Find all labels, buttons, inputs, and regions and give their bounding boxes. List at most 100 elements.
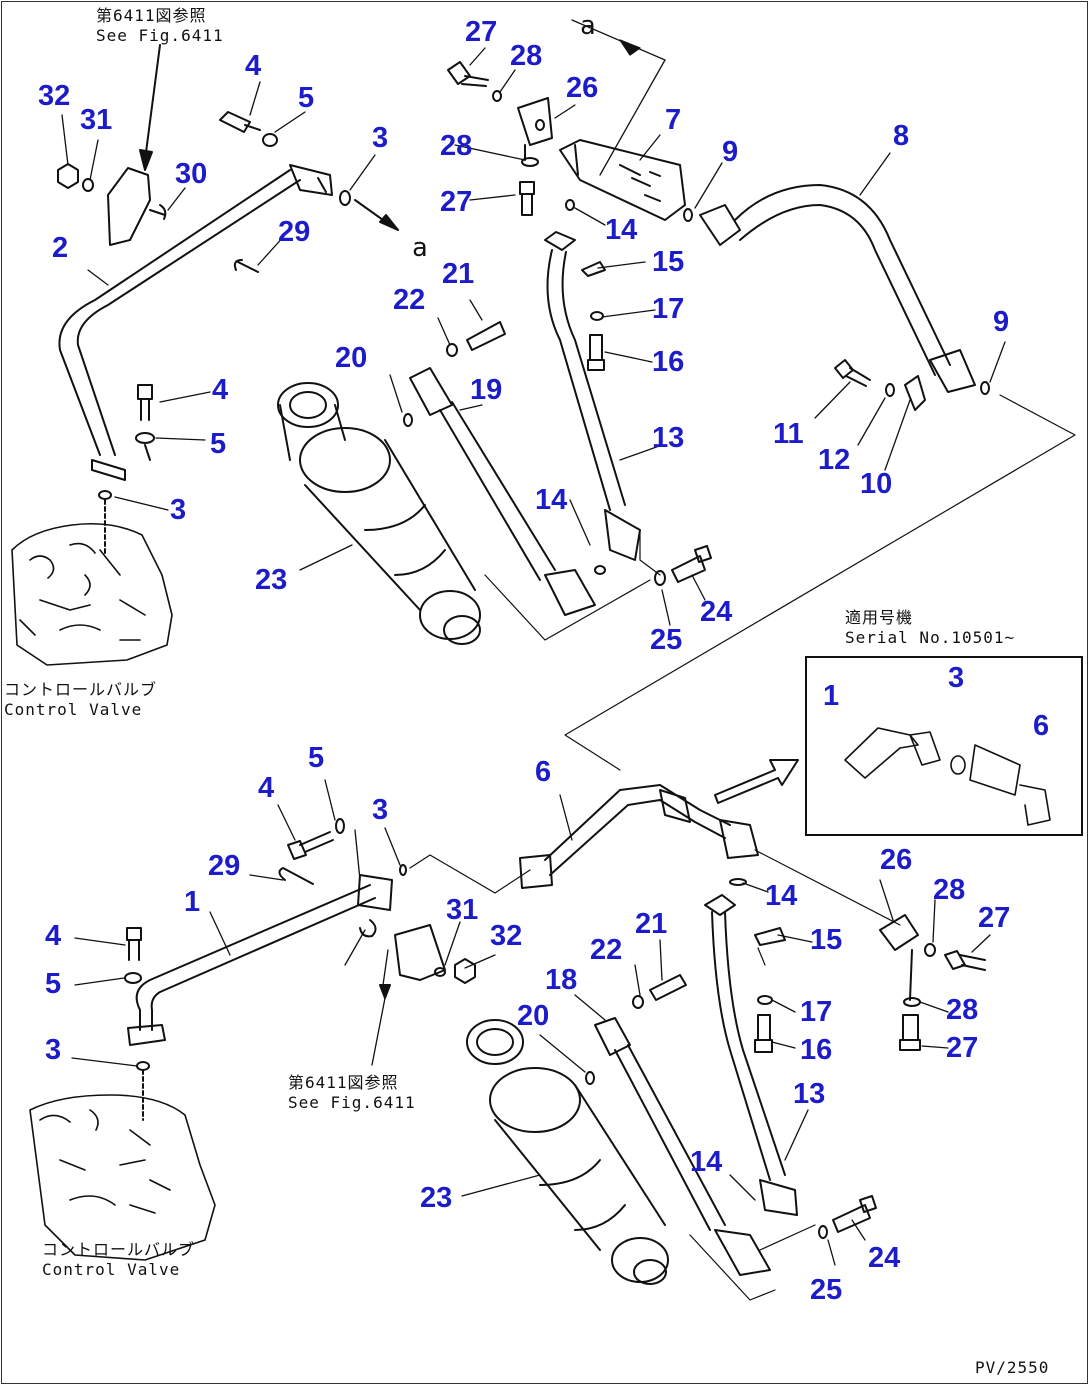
tube-2 (58, 164, 333, 481)
washer-25-top (654, 570, 666, 586)
oring-3-bottom (399, 864, 407, 876)
inset-drawing (844, 727, 1051, 826)
part-label: 25 (810, 1274, 843, 1306)
part-label: 1 (184, 886, 201, 918)
see-fig-en-bottom: See Fig.6411 (288, 1093, 416, 1112)
oring-14-bottom (729, 878, 747, 886)
part-label: 16 (652, 346, 685, 378)
inset-arrow (714, 759, 799, 804)
cylinder-23-bottom (466, 1019, 669, 1285)
part-label: 27 (978, 902, 1011, 934)
serial-en: Serial No.10501~ (845, 628, 1016, 647)
part-label: 5 (210, 428, 227, 460)
control-valve-en-top: Control Valve (4, 700, 143, 719)
part-label: 28 (933, 874, 966, 906)
serial-note: 適用号機 Serial No.10501~ (845, 608, 1015, 648)
hose-8 (699, 184, 976, 393)
see-fig-note-bottom: 第6411図参照 See Fig.6411 (288, 1073, 416, 1113)
part-label: 6 (535, 756, 552, 788)
part-label: 22 (393, 284, 426, 316)
ref-marker-top: a (580, 11, 597, 41)
part-label: 31 (80, 104, 113, 136)
oring-14-top (565, 199, 575, 211)
part-label: 13 (652, 422, 685, 454)
part-label: 22 (590, 934, 623, 966)
see-fig-arrow-top (139, 44, 161, 171)
part-label: 5 (298, 82, 315, 114)
part-label: 25 (650, 624, 683, 656)
part-label: 1 (823, 680, 840, 712)
part-label: 17 (800, 996, 833, 1028)
part-label: 14 (690, 1146, 723, 1178)
part-label: 23 (255, 564, 288, 596)
part-label: 14 (535, 484, 568, 516)
part-label: 9 (722, 136, 739, 168)
control-valve-note-bottom: コントロールバルブ Control Valve (42, 1240, 195, 1280)
part-label: 17 (652, 293, 685, 325)
bolt-4-bottom-a (287, 831, 334, 860)
part-label: 32 (38, 80, 71, 112)
part-label: 23 (420, 1182, 453, 1214)
bracket-26-top (517, 97, 553, 161)
part-label: 16 (800, 1034, 833, 1066)
part-label: 28 (440, 130, 473, 162)
part-label: 18 (545, 964, 578, 996)
part-label: 20 (335, 342, 368, 374)
bolt-4-bottom-b (124, 927, 142, 984)
leaders-bottom (71, 779, 991, 1266)
control-valve-jp-bottom: コントロールバルブ (42, 1240, 196, 1259)
tube-6 (519, 784, 759, 889)
clip-30-bottom (359, 919, 377, 938)
washer-12 (885, 383, 895, 397)
control-valve-en-bottom: Control Valve (42, 1260, 181, 1279)
bracket-top-left (107, 167, 167, 246)
part-label: 14 (765, 880, 798, 912)
tube-1 (127, 874, 393, 1046)
bolt-16-bottom (754, 1014, 773, 1053)
part-label: 30 (175, 158, 208, 190)
tube-18 (594, 1017, 771, 1276)
part-label: 26 (880, 844, 913, 876)
see-fig-jp-top: 第6411図参照 (96, 6, 207, 25)
clip-15-bottom (754, 927, 786, 946)
part-label: 11 (773, 418, 804, 450)
part-label: 2 (52, 232, 69, 264)
bolt-24-bottom (832, 1195, 877, 1233)
washer-17-bottom (757, 995, 773, 1005)
bracket-26-bottom (879, 914, 986, 1051)
cylinder-23-top (277, 382, 481, 645)
control-valve-jp-top: コントロールバルブ (4, 680, 158, 699)
part-label: 21 (442, 258, 475, 290)
clip-15-top (581, 261, 606, 277)
bolt-4-top (219, 111, 278, 147)
part-label: 21 (635, 908, 668, 940)
part-label: 14 (605, 214, 638, 246)
part-label: 27 (465, 16, 498, 48)
part-label: 4 (212, 374, 229, 406)
washer-5-bottom-a (335, 818, 345, 834)
part-label: 19 (470, 374, 503, 406)
bolt-11 (834, 359, 871, 387)
control-valve-note-top: コントロールバルブ Control Valve (4, 680, 157, 720)
leaders-top (61, 19, 1006, 626)
part-label: 5 (45, 968, 62, 1000)
washer-25-bottom (818, 1225, 828, 1239)
bolt-27-b (519, 181, 535, 216)
part-label: 24 (868, 1242, 901, 1274)
part-label: 4 (45, 920, 62, 952)
washer-28-top (492, 90, 502, 102)
part-label: 29 (208, 850, 241, 882)
part-label: 3 (948, 662, 965, 694)
part-label: 10 (860, 468, 893, 500)
serial-jp: 適用号機 (845, 608, 914, 627)
control-valve-bottom (29, 1094, 216, 1261)
part-label: 31 (446, 894, 479, 926)
bolt-16-top (587, 334, 605, 371)
part-label: 28 (510, 40, 543, 72)
bolt-24-top (671, 545, 712, 583)
bolt-21-bottom (649, 974, 687, 1001)
part-label: 5 (308, 742, 325, 774)
hose-13 (544, 231, 641, 561)
part-label: 24 (700, 596, 733, 628)
